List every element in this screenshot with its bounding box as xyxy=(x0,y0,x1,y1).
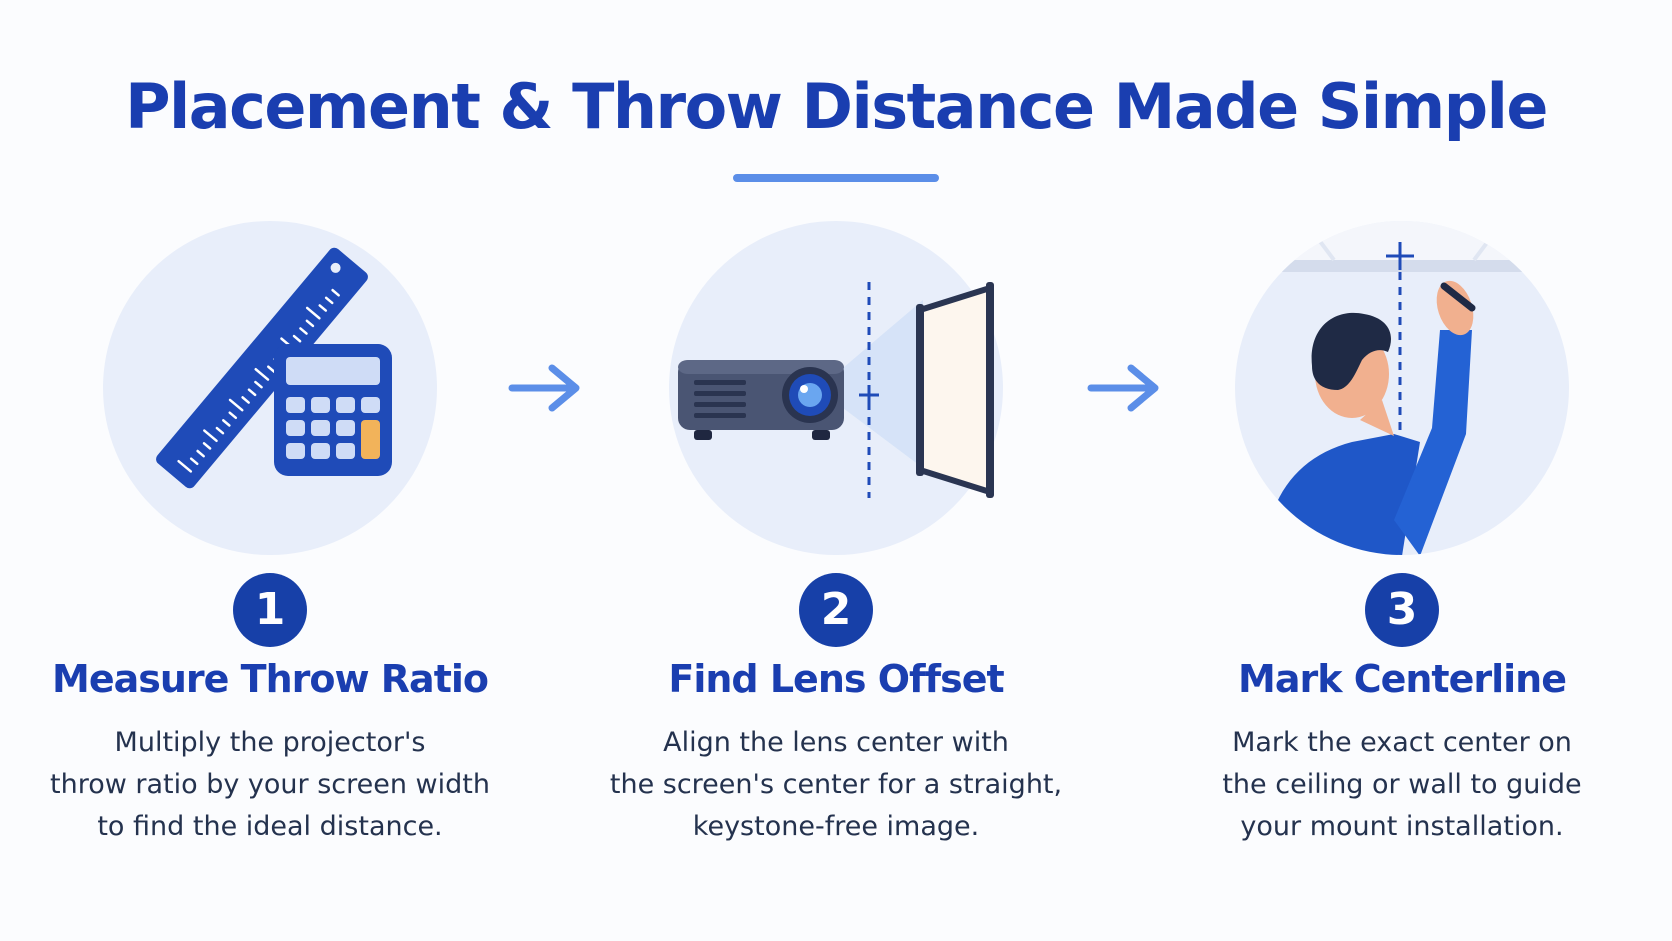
crosshair-icon xyxy=(1386,242,1414,270)
description-line: the screen's center for a straight, xyxy=(609,769,1063,800)
step-3-title: Mark Centerline xyxy=(1238,657,1567,701)
step-1-illustration xyxy=(102,220,438,556)
description-line: the ceiling or wall to guide xyxy=(1222,769,1582,800)
page-title: Placement & Throw Distance Made Simple xyxy=(125,70,1548,143)
step-1-description: Multiply the projector's throw ratio by … xyxy=(0,722,550,848)
description-line: Multiply the projector's xyxy=(114,727,426,758)
step-1-badge: 1 xyxy=(233,573,307,647)
description-line: Mark the exact center on xyxy=(1232,727,1572,758)
ruler-icon xyxy=(156,247,368,489)
step-3-illustration xyxy=(1234,220,1570,556)
arrow-right-icon xyxy=(508,363,588,413)
step-2-title: Find Lens Offset xyxy=(668,657,1004,701)
description-line: Align the lens center with xyxy=(663,727,1009,758)
description-line: throw ratio by your screen width xyxy=(50,769,490,800)
step-3-badge: 3 xyxy=(1365,573,1439,647)
projection-screen-icon xyxy=(916,282,994,498)
step-2-illustration xyxy=(668,220,1004,556)
lens-center-crosshair-icon xyxy=(859,385,879,405)
title-underline xyxy=(733,174,939,182)
step-1-title: Measure Throw Ratio xyxy=(52,657,489,701)
arrow-right-icon xyxy=(1087,363,1167,413)
projector-icon xyxy=(678,360,844,440)
step-2-description: Align the lens center with the screen's … xyxy=(556,722,1116,848)
description-line: your mount installation. xyxy=(1240,811,1564,842)
description-line: to find the ideal distance. xyxy=(97,811,443,842)
step-3-description: Mark the exact center on the ceiling or … xyxy=(1122,722,1672,848)
calculator-icon xyxy=(274,344,392,476)
description-line: keystone-free image. xyxy=(692,811,980,842)
step-2-badge: 2 xyxy=(799,573,873,647)
